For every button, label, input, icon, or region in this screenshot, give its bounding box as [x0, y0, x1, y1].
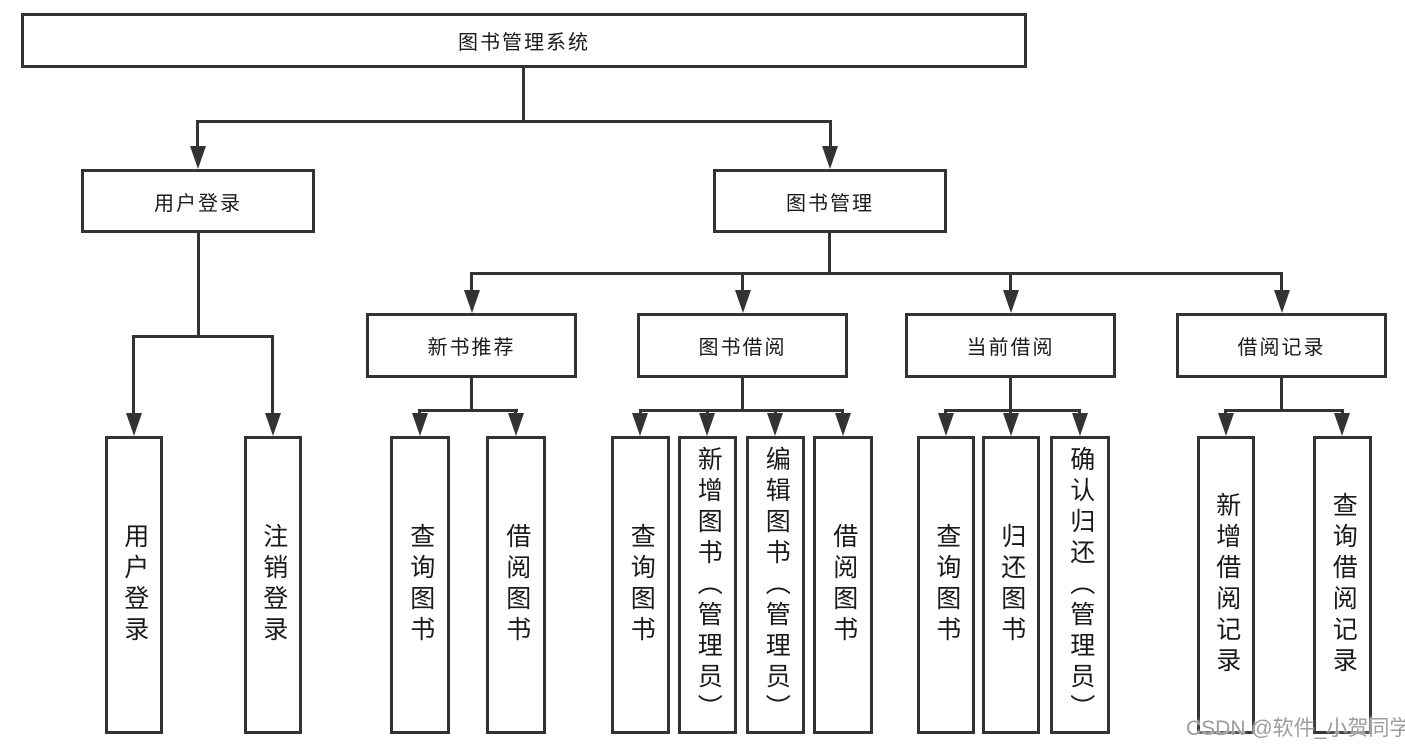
node-label: 图书借阅 — [698, 337, 787, 359]
connector — [197, 233, 200, 337]
connector — [1280, 272, 1283, 292]
arrow-down-icon — [464, 290, 480, 313]
node-add-book-admin: 新增图书（管理员） — [678, 436, 737, 734]
node-user-login: 用户登录 — [81, 169, 315, 233]
arrow-down-icon — [508, 413, 524, 436]
node-current-borrow: 当前借阅 — [905, 313, 1116, 378]
node-label: 查询图书 — [406, 523, 435, 647]
arrow-down-icon — [1274, 290, 1290, 313]
node-borrow-books-recommend: 借阅图书 — [486, 436, 546, 734]
node-return-books: 归还图书 — [982, 436, 1040, 734]
node-borrow-books-leaf: 借阅图书 — [813, 436, 873, 734]
node-label: 新增图书（管理员） — [694, 445, 723, 725]
connector — [639, 409, 844, 412]
connector — [1224, 409, 1344, 412]
node-label: 借阅图书 — [502, 523, 531, 647]
arrow-down-icon — [1003, 413, 1019, 436]
arrow-down-icon — [190, 146, 206, 169]
node-label: 归还图书 — [997, 523, 1026, 647]
arrow-down-icon — [735, 290, 751, 313]
node-query-books-borrow: 查询图书 — [611, 436, 670, 734]
node-label: 当前借阅 — [966, 337, 1055, 359]
node-query-books-current: 查询图书 — [917, 436, 975, 734]
arrow-down-icon — [265, 413, 281, 436]
node-query-borrow-record: 查询借阅记录 — [1313, 436, 1372, 734]
arrow-down-icon — [1003, 290, 1019, 313]
connector — [828, 233, 831, 275]
node-label: 注销登录 — [259, 523, 288, 647]
node-label: 用户登录 — [154, 192, 242, 215]
node-borrow-records: 借阅记录 — [1176, 313, 1387, 378]
arrow-down-icon — [126, 413, 142, 436]
node-library-system: 图书管理系统 — [21, 13, 1027, 68]
node-add-borrow-record: 新增借阅记录 — [1197, 436, 1255, 734]
node-label: 查询图书 — [932, 523, 961, 647]
arrow-down-icon — [1334, 413, 1350, 436]
connector — [1280, 378, 1283, 411]
connector — [196, 120, 832, 123]
csdn-watermark: CSDN @软件_小贺同学 — [1186, 717, 1405, 740]
node-label: 借阅图书 — [829, 523, 858, 647]
node-label: 确认归还（管理员） — [1066, 445, 1095, 725]
node-user-login-leaf: 用户登录 — [105, 436, 163, 734]
node-label: 查询借阅记录 — [1329, 492, 1358, 678]
node-label: 编辑图书（管理员） — [762, 445, 791, 725]
node-logout: 注销登录 — [244, 436, 302, 734]
node-label: 用户登录 — [120, 523, 149, 647]
node-label: 借阅记录 — [1237, 337, 1326, 359]
connector — [1009, 272, 1012, 292]
node-label: 图书管理系统 — [458, 32, 590, 54]
arrow-down-icon — [632, 413, 648, 436]
node-edit-book-admin: 编辑图书（管理员） — [746, 436, 805, 734]
arrow-down-icon — [767, 413, 783, 436]
node-label: 新书推荐 — [427, 337, 516, 359]
arrow-down-icon — [1072, 413, 1088, 436]
connector — [418, 409, 518, 412]
connector — [196, 120, 199, 148]
connector — [470, 272, 1283, 275]
node-label: 图书管理 — [786, 192, 874, 215]
connector — [944, 409, 1081, 412]
arrow-down-icon — [938, 413, 954, 436]
connector — [132, 335, 135, 415]
node-confirm-return-admin: 确认归还（管理员） — [1050, 436, 1110, 734]
arrow-down-icon — [1218, 413, 1234, 436]
connector — [132, 335, 274, 338]
node-new-book-recommend: 新书推荐 — [366, 313, 577, 378]
connector — [829, 120, 832, 148]
node-label: 查询图书 — [627, 523, 656, 647]
connector — [470, 272, 473, 292]
connector — [522, 68, 525, 121]
node-book-management: 图书管理 — [713, 169, 947, 233]
arrow-down-icon — [412, 413, 428, 436]
node-label: 新增借阅记录 — [1212, 492, 1241, 678]
node-book-borrow: 图书借阅 — [637, 313, 848, 378]
arrow-down-icon — [835, 413, 851, 436]
connector — [741, 378, 744, 411]
arrow-down-icon — [822, 146, 838, 169]
connector — [1009, 378, 1012, 411]
connector — [470, 378, 473, 411]
node-query-books-recommend: 查询图书 — [390, 436, 450, 734]
connector — [741, 272, 744, 292]
connector — [271, 335, 274, 415]
arrow-down-icon — [699, 413, 715, 436]
